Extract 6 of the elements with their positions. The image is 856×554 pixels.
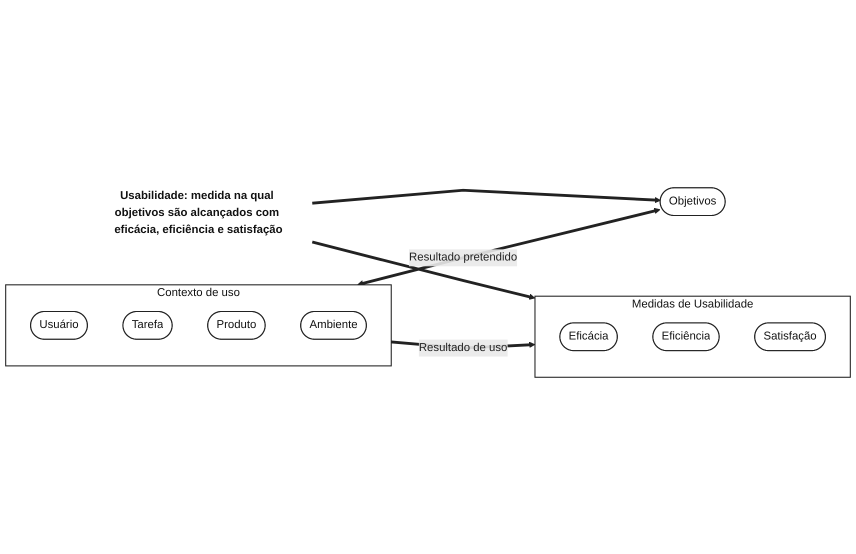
node-text: Usabilidade: medida na qual objetivos são alcançados com eficácia, eficiência e satisfação — [114, 190, 283, 236]
edge-label: Resultado pretendido — [409, 251, 518, 264]
arrow — [312, 240, 536, 300]
arrow — [357, 208, 660, 286]
arrow — [312, 188, 661, 205]
edge-label: Resultado de uso — [418, 342, 508, 354]
